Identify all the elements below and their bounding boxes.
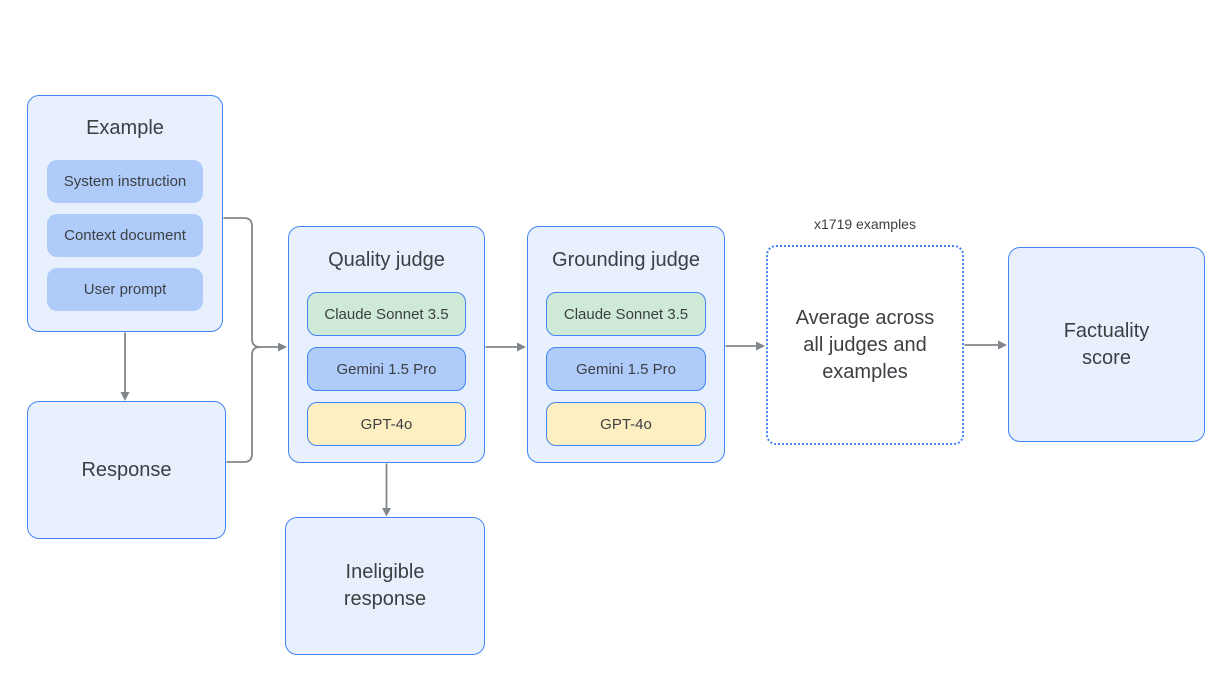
- grounding-judge-gemini-chip: Gemini 1.5 Pro: [546, 347, 706, 391]
- context-document-chip: Context document: [47, 214, 203, 257]
- arrowhead-to-response: [120, 392, 130, 401]
- example-box-title: Example: [86, 117, 164, 139]
- grounding-judge-claude-chip: Claude Sonnet 3.5: [546, 292, 706, 336]
- factuality-score-box: Factuality score: [1008, 247, 1205, 442]
- ineligible-response-box: Ineligible response: [285, 517, 485, 655]
- connector-example-to-merge: [223, 217, 261, 348]
- quality-judge-gpt4o-chip: GPT-4o: [307, 402, 466, 446]
- quality-judge-gemini-chip: Gemini 1.5 Pro: [307, 347, 466, 391]
- factuality-score-label: Factuality score: [1063, 319, 1150, 369]
- average-box-label: Average across all judges and examples: [795, 306, 935, 383]
- quality-judge-claude-chip: Claude Sonnet 3.5: [307, 292, 466, 336]
- quality-judge-title: Quality judge: [328, 249, 445, 271]
- examples-count-label: x1719 examples: [814, 216, 916, 232]
- ineligible-response-label: Ineligible response: [343, 561, 427, 610]
- arrowhead-to-ineligible: [382, 508, 391, 517]
- arrowhead-to-factuality: [998, 340, 1007, 350]
- system-instruction-chip: System instruction: [47, 160, 203, 203]
- grounding-judge-models: Claude Sonnet 3.5 Gemini 1.5 Pro GPT-4o: [528, 275, 724, 446]
- example-items: System instruction Context document User…: [28, 143, 222, 311]
- connector-response-to-merge: [226, 346, 261, 463]
- user-prompt-chip: User prompt: [47, 268, 203, 311]
- response-box: Response: [27, 401, 226, 539]
- average-box: Average across all judges and examples: [766, 245, 964, 445]
- arrowhead-to-average: [756, 341, 765, 351]
- response-box-label: Response: [81, 458, 172, 481]
- quality-judge-models: Claude Sonnet 3.5 Gemini 1.5 Pro GPT-4o: [289, 275, 484, 446]
- grounding-judge-gpt4o-chip: GPT-4o: [546, 402, 706, 446]
- arrowhead-to-grounding-judge: [517, 342, 526, 352]
- grounding-judge-box: Grounding judge Claude Sonnet 3.5 Gemini…: [527, 226, 725, 463]
- arrowhead-to-quality-judge: [278, 342, 287, 352]
- grounding-judge-title: Grounding judge: [552, 249, 700, 271]
- example-box: Example System instruction Context docum…: [27, 95, 223, 332]
- quality-judge-box: Quality judge Claude Sonnet 3.5 Gemini 1…: [288, 226, 485, 463]
